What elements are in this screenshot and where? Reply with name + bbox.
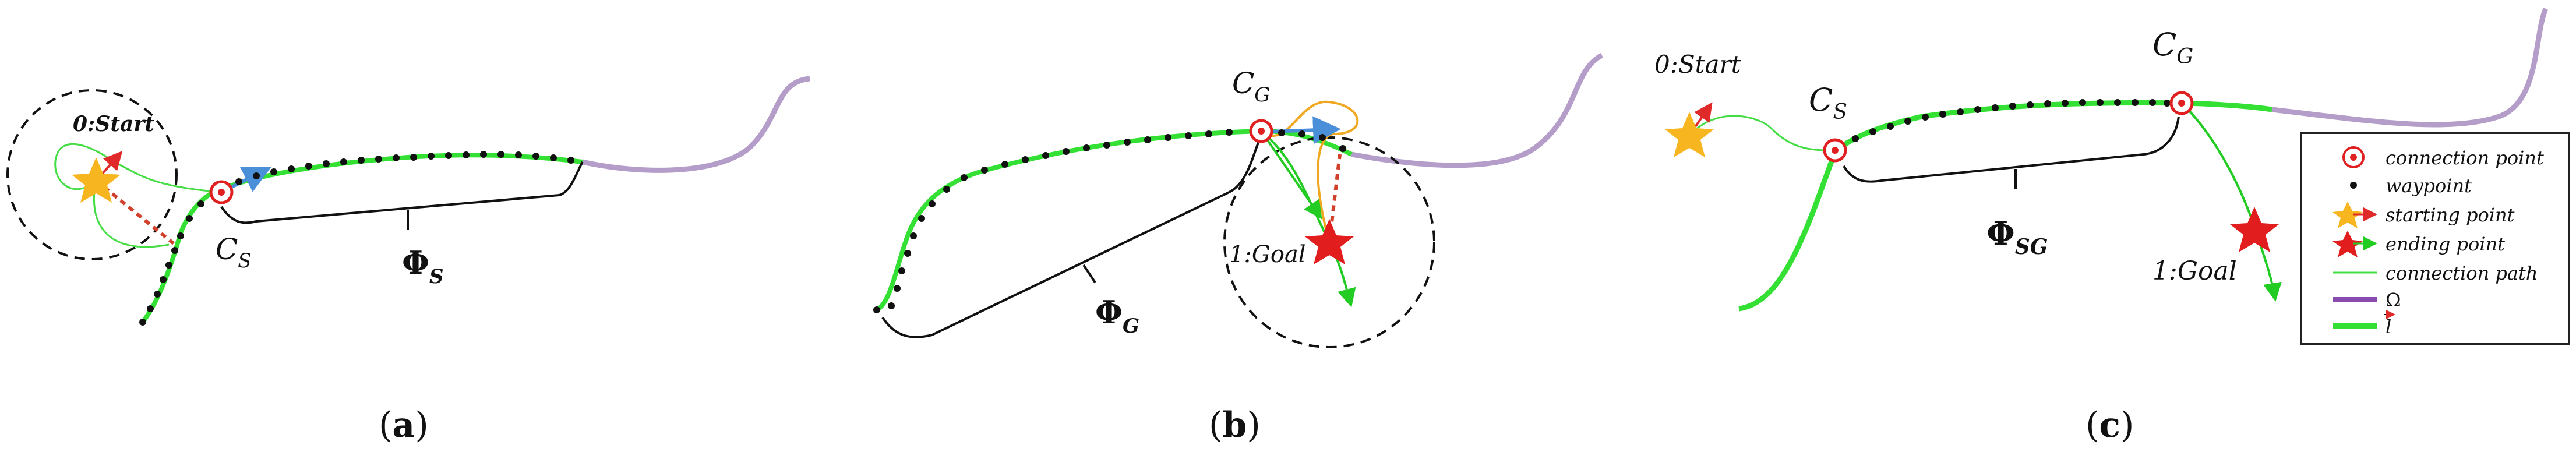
connection-path-loop bbox=[54, 143, 222, 193]
connection-point-cg-b bbox=[1249, 119, 1273, 143]
connection-point-icon bbox=[2342, 146, 2365, 168]
cs-label-c: CS bbox=[1809, 82, 1847, 124]
cs-label-a: CS bbox=[216, 232, 252, 273]
start-star bbox=[72, 157, 121, 203]
legend-label-3: ending point bbox=[2386, 233, 2505, 255]
legend-label-0: connection point bbox=[2386, 147, 2544, 169]
legend-label-2: starting point bbox=[2386, 204, 2515, 226]
phi-s-bracket bbox=[220, 161, 584, 224]
goal-label-b: 1:Goal bbox=[1229, 241, 1306, 268]
connection-path-b bbox=[1260, 130, 1356, 308]
legend-label-6: l bbox=[2386, 316, 2391, 338]
cg-label-b: CG bbox=[1232, 66, 1270, 107]
goal-label-c: 1:Goal bbox=[2152, 256, 2237, 286]
omega-path-b bbox=[1351, 52, 1604, 168]
panel-b: CG 1:Goal ΦG (b) bbox=[873, 52, 1604, 446]
legend: connection point waypoint starting point… bbox=[2300, 132, 2570, 345]
goal-heading-arrow bbox=[1260, 130, 1322, 220]
legend-label-5: Ω bbox=[2386, 289, 2401, 311]
connection-path-c-start bbox=[1688, 115, 1836, 151]
goal-star-c bbox=[2230, 207, 2279, 252]
red-star-icon bbox=[2332, 231, 2377, 257]
phi-g-bracket bbox=[881, 142, 1259, 338]
caption-c: (c) bbox=[2085, 405, 2134, 446]
orange-loop-path bbox=[1260, 100, 1359, 243]
start-label-a: 0:Start bbox=[73, 112, 154, 136]
caption-b: (b) bbox=[1209, 405, 1261, 446]
start-label-c: 0:Start bbox=[1654, 50, 1741, 79]
connection-point-cg-c bbox=[2169, 91, 2194, 115]
search-radius-circle bbox=[6, 89, 178, 260]
phi-g-label: ΦG bbox=[1095, 294, 1139, 338]
waypoint-dot-icon bbox=[2350, 182, 2357, 189]
connection-point-cs bbox=[209, 180, 234, 204]
connection-point-cs-c bbox=[1823, 138, 1847, 163]
panel-a: 0:Start CS ΦS (a) bbox=[6, 76, 810, 446]
legend-label-1: waypoint bbox=[2386, 175, 2472, 197]
waypoints bbox=[139, 151, 574, 326]
reference-trajectory bbox=[140, 153, 583, 324]
connection-path-loop-2 bbox=[93, 180, 170, 248]
omega-path bbox=[582, 76, 810, 173]
waypoints-c bbox=[1852, 99, 2171, 142]
goal-star-b bbox=[1305, 219, 1354, 264]
yellow-star-icon bbox=[2332, 202, 2377, 228]
phi-sg-label: ΦSG bbox=[1986, 214, 2048, 259]
phi-g-tick bbox=[1082, 264, 1096, 284]
legend-label-4: connection path bbox=[2386, 262, 2538, 284]
caption-a: (a) bbox=[379, 405, 429, 446]
cg-label-c: CG bbox=[2152, 26, 2193, 69]
omega-path-c bbox=[2271, 8, 2549, 128]
phi-s-label: ΦS bbox=[402, 244, 444, 288]
waypoints-b bbox=[873, 129, 1346, 313]
start-star-c bbox=[1665, 112, 1714, 157]
phi-sg-bracket bbox=[1843, 116, 2180, 183]
panel-c: 0:Start CS CG ΦSG 1:Goal (c) bbox=[1654, 8, 2549, 446]
